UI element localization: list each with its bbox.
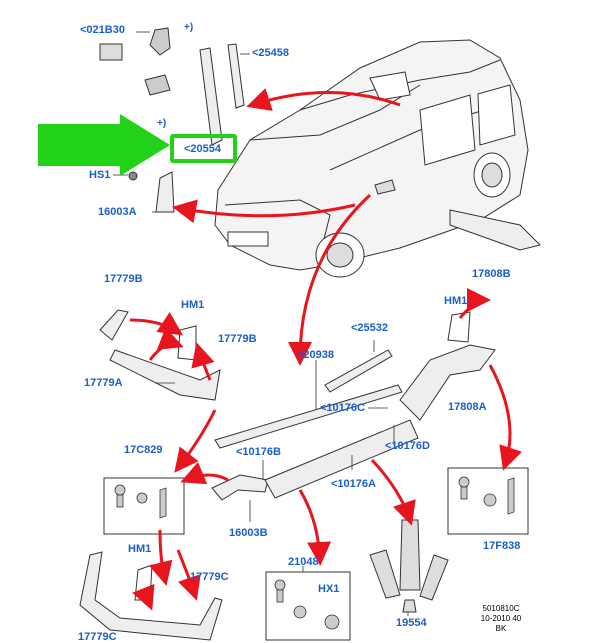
- roof-molding: [449, 209, 541, 251]
- label-17779B-right: 17779B: [218, 333, 257, 345]
- label-17808B: 17808B: [472, 268, 511, 280]
- label-17F838: 17F838: [483, 540, 521, 552]
- label-hx1: HX1: [318, 583, 340, 595]
- label-20938: <20938: [297, 349, 335, 361]
- callout-arrows: [129, 88, 523, 611]
- label-16003B: 16003B: [229, 527, 268, 539]
- adhesive-tubes: [369, 519, 449, 613]
- label-16003A: 16003A: [98, 206, 137, 218]
- fasteners: [114, 476, 515, 630]
- label-10176A: <10176A: [331, 478, 376, 490]
- reference-code: 5010810C 10-2010 40 BK: [470, 604, 532, 634]
- label-10176C: <10176C: [320, 402, 365, 414]
- label-25458: <25458: [252, 47, 290, 59]
- highlight-arrow: [38, 114, 170, 176]
- label-17779C-right: 17779C: [190, 571, 229, 583]
- label-hs1: HS1: [89, 169, 111, 181]
- side-sill-moldings: [214, 349, 419, 499]
- pillar-parts: [99, 27, 245, 213]
- label-021B30: <021B30: [80, 24, 125, 36]
- label-17779A: 17779A: [84, 377, 123, 389]
- label-hm1-bottom: HM1: [128, 543, 152, 555]
- wheel-arch-moldings: [79, 309, 496, 641]
- label-25532: <25532: [351, 322, 389, 334]
- plus-mark-top: +): [184, 22, 194, 33]
- label-20554: <20554: [184, 143, 222, 155]
- label-19554: 19554: [396, 617, 427, 629]
- reference-code-line3: BK: [495, 624, 507, 633]
- car-illustration: [214, 39, 529, 278]
- label-17808A: 17808A: [448, 401, 487, 413]
- plus-mark-middle: +): [157, 118, 167, 129]
- highlight-box: [170, 134, 237, 163]
- reference-code-line1: 5010810C: [482, 604, 520, 613]
- reference-code-line2: 10-2010 40: [480, 614, 522, 623]
- leader-lines: [113, 31, 409, 616]
- label-10176B: <10176B: [236, 446, 281, 458]
- label-21048: 21048: [288, 556, 319, 568]
- label-hm1-right: HM1: [444, 295, 468, 307]
- label-17C829: 17C829: [124, 444, 163, 456]
- label-17779C-bottom: 17779C: [78, 631, 117, 643]
- label-17779B-top: 17779B: [104, 273, 143, 285]
- label-10176D: <10176D: [385, 440, 430, 452]
- label-hm1-left: HM1: [181, 299, 205, 311]
